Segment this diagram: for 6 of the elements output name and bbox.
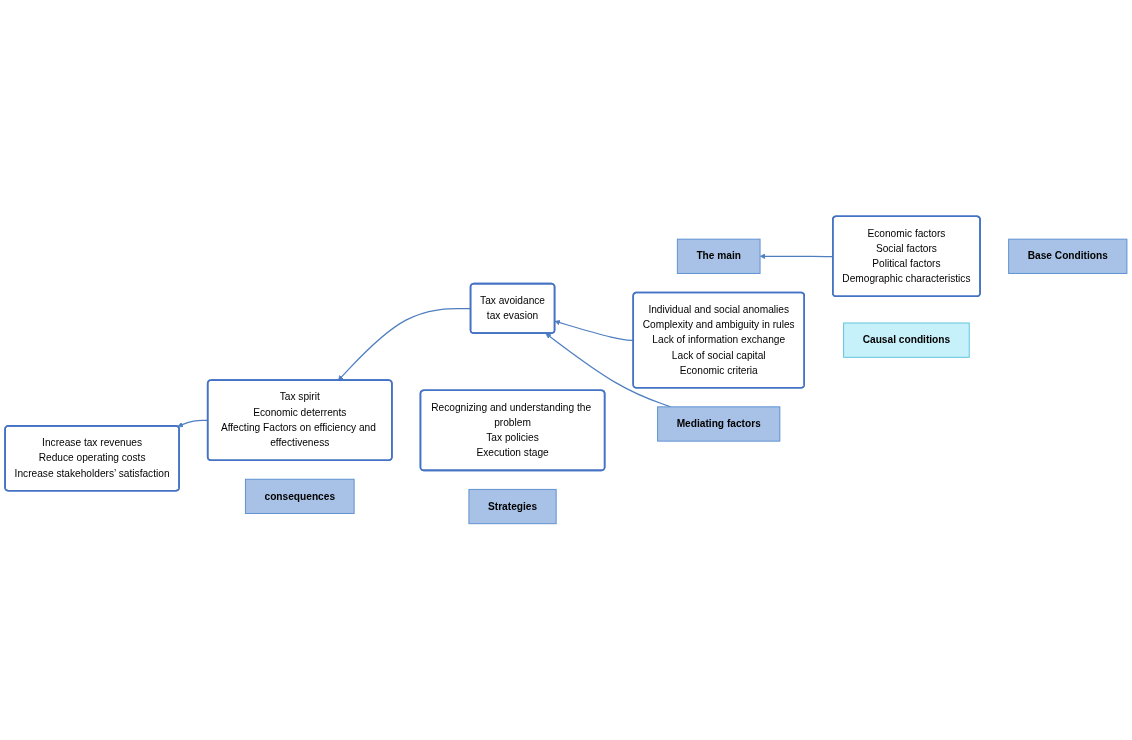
node-box: Base Conditions [1008, 238, 1128, 274]
node-box: consequences [244, 478, 355, 514]
node-box: Strategies [468, 488, 557, 525]
node-box: The main [676, 238, 761, 274]
node-box: Mediating factors [657, 406, 781, 442]
node-box: Causal conditions [843, 322, 970, 358]
